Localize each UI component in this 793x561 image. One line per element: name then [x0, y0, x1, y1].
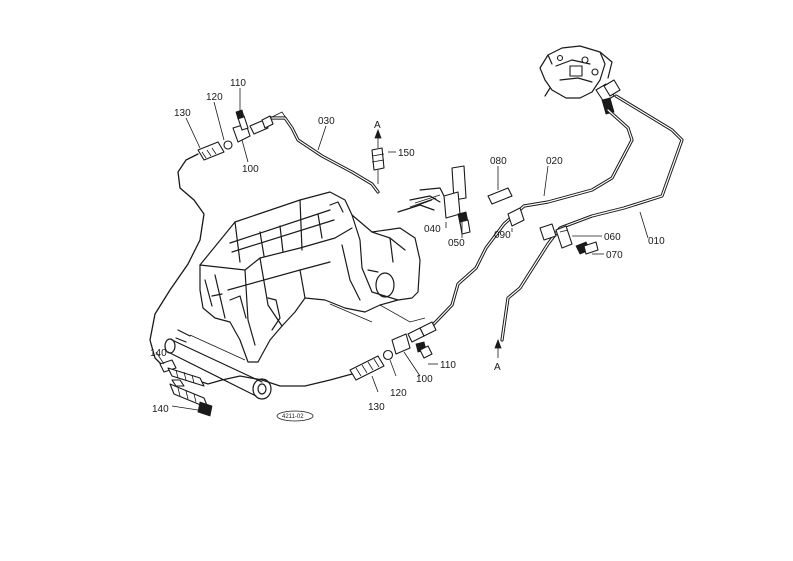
label-020: 020	[546, 156, 563, 167]
label-080: 080	[490, 156, 507, 167]
drawing-code: 4211-02	[282, 414, 304, 420]
drawing-code-stamp: 4211-02	[276, 410, 314, 422]
bolt-070	[575, 241, 599, 255]
label-100-top: 100	[242, 164, 259, 175]
pipe-020	[426, 108, 634, 332]
ref-arrow-a-lower	[494, 338, 502, 358]
bracket-040	[397, 165, 471, 235]
label-100-bottom: 100	[416, 374, 433, 385]
label-040: 040	[424, 224, 441, 235]
adapter-140-lower	[169, 383, 213, 417]
control-valve-body	[539, 45, 621, 115]
label-130-top: 130	[174, 108, 191, 119]
hose-lower	[179, 371, 353, 387]
label-120-bottom: 120	[390, 388, 407, 399]
fitting-group-lower	[349, 321, 437, 381]
pipe-030	[268, 116, 380, 194]
adapter-140-upper	[159, 359, 205, 387]
label-110-top: 110	[230, 78, 246, 89]
label-a-bottom: A	[494, 362, 501, 373]
clamp-090	[507, 207, 557, 241]
label-030: 030	[318, 116, 335, 127]
leader-lines	[155, 88, 649, 411]
label-090: 090	[494, 230, 511, 241]
label-050: 050	[448, 238, 465, 249]
pin-080	[487, 176, 513, 205]
label-070: 070	[606, 250, 623, 261]
label-120-top: 120	[206, 92, 223, 103]
clamp-060	[555, 225, 573, 249]
label-110-bottom: 110	[440, 360, 456, 371]
fitting-150	[371, 128, 385, 184]
pipe-010	[500, 94, 684, 342]
label-a-top: A	[374, 120, 381, 131]
lower-cylinder-shaft	[164, 329, 272, 400]
label-150: 150	[398, 148, 415, 159]
label-010: 010	[648, 236, 665, 247]
label-130-bottom: 130	[368, 402, 385, 413]
transmission-housing	[199, 191, 426, 363]
label-140-bottom: 140	[152, 404, 169, 415]
fitting-group-upper	[197, 109, 287, 161]
label-140-top: 140	[150, 348, 167, 359]
hose-upper	[149, 153, 205, 369]
label-060: 060	[604, 232, 621, 243]
